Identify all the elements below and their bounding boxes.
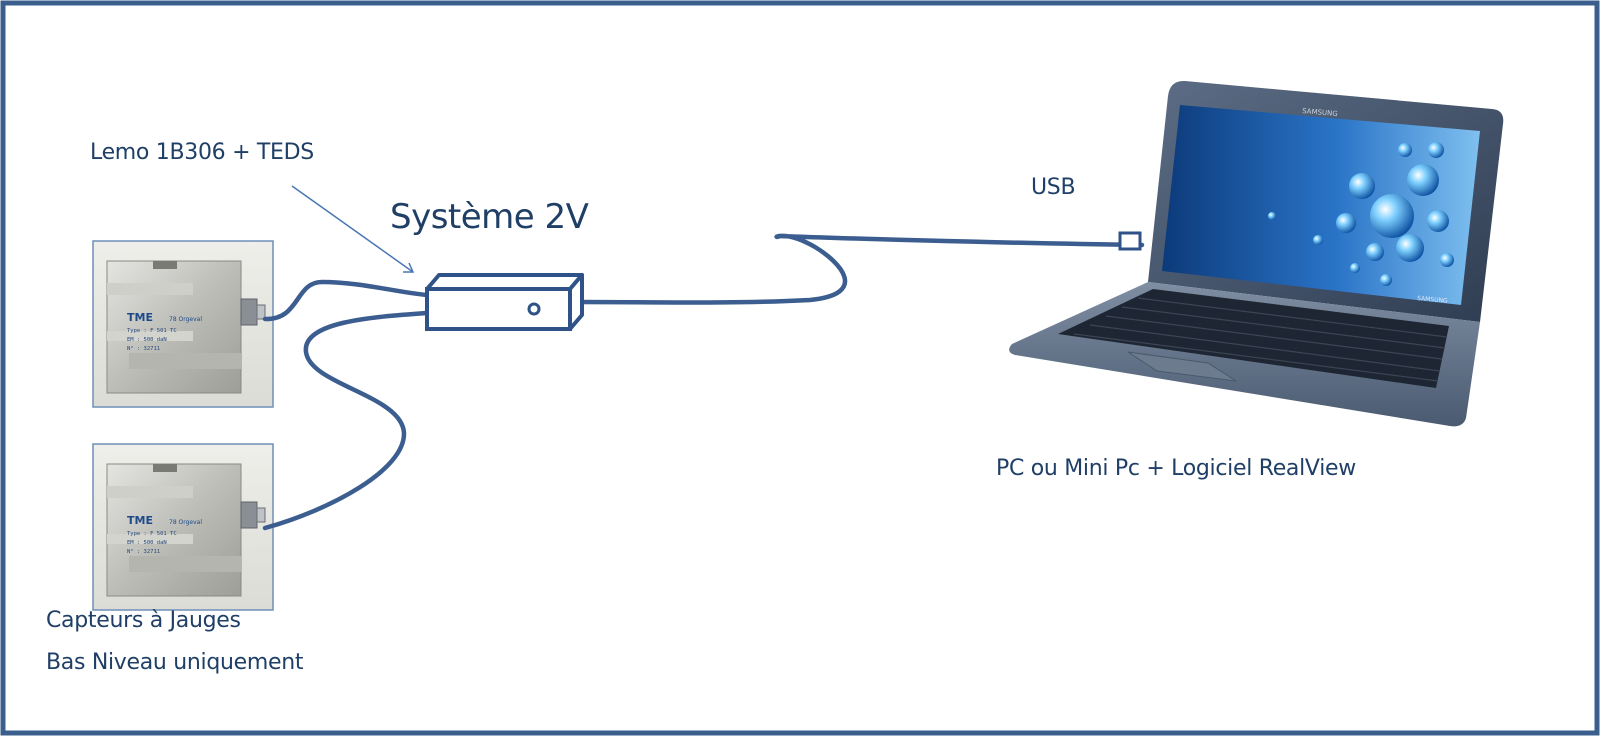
- sensor-line-bottom-3: N° : 32711: [127, 549, 160, 555]
- connector-label: Lemo 1B306 + TEDS: [90, 140, 314, 165]
- pc-label: PC ou Mini Pc + Logiciel RealView: [996, 456, 1356, 481]
- laptop-screen: [1162, 105, 1480, 305]
- cable-sensor-top: [262, 279, 430, 322]
- sensor-line-top-1: Type : F 501 TC: [127, 328, 177, 334]
- sensor-model-bottom: 78 Orgeval: [169, 519, 202, 526]
- keyboard-key-rows: [1073, 297, 1448, 382]
- connector-arrow: [291, 185, 415, 273]
- laptop-brand-lid: SAMSUNG: [1302, 107, 1338, 118]
- systeme-2v-device: [425, 273, 584, 331]
- laptop-image: SAMSUNG SAMSUNG: [1009, 80, 1504, 427]
- sensors-label-line2: Bas Niveau uniquement: [46, 650, 304, 675]
- sensor-line-top-3: N° : 32711: [127, 346, 160, 352]
- usb-label: USB: [1031, 175, 1076, 200]
- sensors-label-line1: Capteurs à Jauges: [46, 608, 241, 633]
- sensor-line-bottom-2: EM : 500 daN: [127, 540, 167, 546]
- laptop-keyboard: [1058, 289, 1449, 388]
- load-cell-photo-top: TME 78 Orgeval Type : F 501 TC EM : 500 …: [92, 240, 274, 408]
- system-title: Système 2V: [390, 197, 589, 237]
- laptop-brand-screen: SAMSUNG: [1417, 295, 1448, 305]
- status-led-icon: [527, 302, 541, 316]
- cable-sensor-bottom: [262, 310, 430, 531]
- sensor-brand-bottom: TME: [127, 514, 153, 527]
- cable-usb: [575, 233, 1145, 305]
- wallpaper-bubbles: [1268, 142, 1454, 286]
- sensor-model-top: 78 Orgeval: [169, 316, 202, 323]
- sensor-line-top-2: EM : 500 daN: [127, 337, 167, 343]
- usb-port-icon: [1118, 231, 1142, 251]
- load-cell-photo-bottom: TME 78 Orgeval Type : F 501 TC EM : 500 …: [92, 443, 274, 611]
- sensor-brand-top: TME: [127, 311, 153, 324]
- laptop-touchpad: [1127, 351, 1237, 382]
- sensor-line-bottom-1: Type : F 501 TC: [127, 531, 177, 537]
